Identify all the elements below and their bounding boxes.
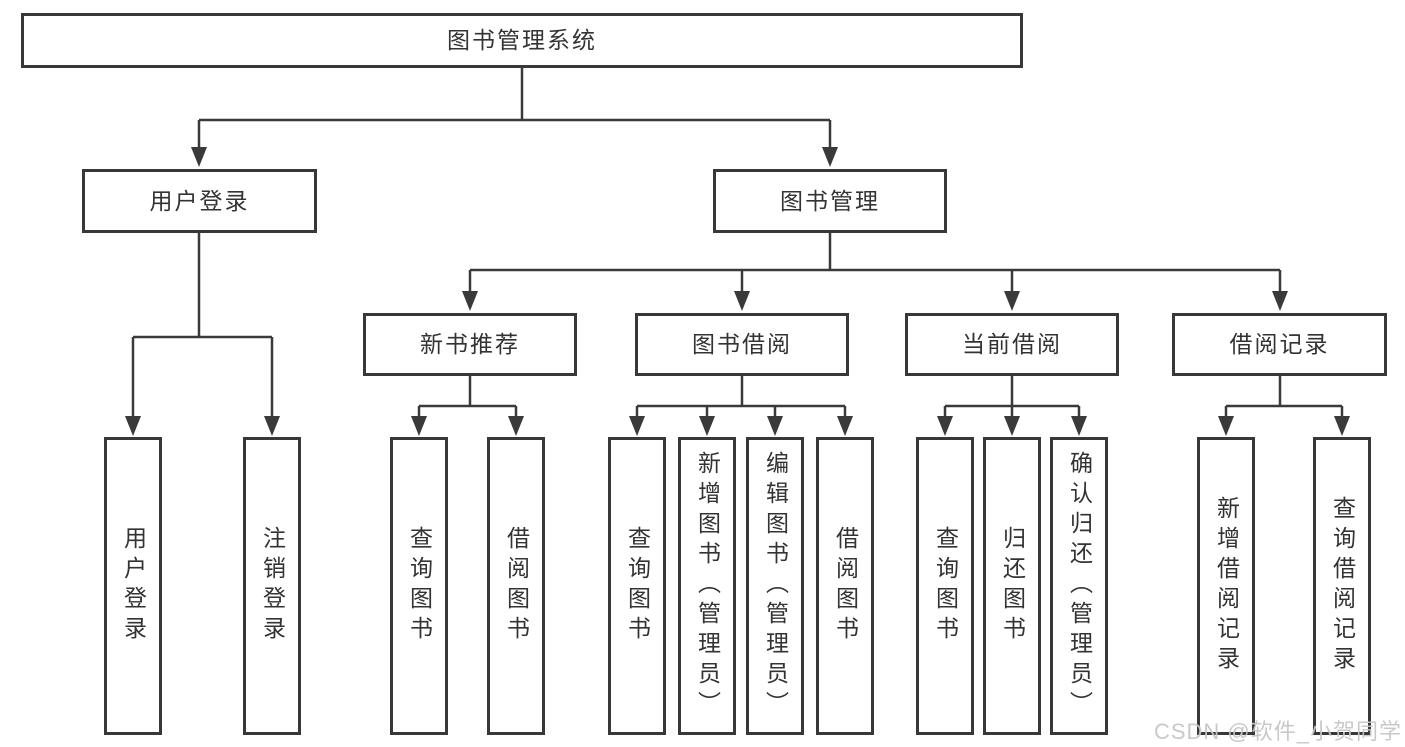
node-book-management: 图书管理 [713, 169, 947, 233]
leaf-borrow-books-recommend: 借阅图书 [487, 437, 545, 735]
leaf-query-books-recommend: 查询图书 [390, 437, 448, 735]
node-root: 图书管理系统 [21, 13, 1023, 68]
leaf-query-books-current: 查询图书 [916, 437, 974, 735]
leaf-borrow-books-borrowing: 借阅图书 [816, 437, 874, 735]
node-current-borrowing: 当前借阅 [905, 313, 1119, 376]
leaf-add-books-admin: 新增图书（管理员） [678, 437, 736, 735]
leaf-user-login: 用户登录 [104, 437, 162, 735]
node-borrowing-records: 借阅记录 [1172, 313, 1387, 376]
leaf-confirm-return-admin: 确认归还（管理员） [1050, 437, 1108, 735]
node-user-login: 用户登录 [82, 169, 317, 233]
leaf-edit-books-admin: 编辑图书（管理员） [746, 437, 804, 735]
node-book-borrowing: 图书借阅 [635, 313, 849, 376]
leaf-logout: 注销登录 [243, 437, 301, 735]
node-new-book-recommend: 新书推荐 [363, 313, 577, 376]
leaf-query-borrow-record: 查询借阅记录 [1313, 437, 1371, 735]
leaf-return-books: 归还图书 [983, 437, 1041, 735]
leaf-add-borrow-record: 新增借阅记录 [1197, 437, 1255, 735]
leaf-query-books-borrowing: 查询图书 [608, 437, 666, 735]
csdn-watermark: CSDN @软件_小贺同学 [1153, 719, 1402, 744]
